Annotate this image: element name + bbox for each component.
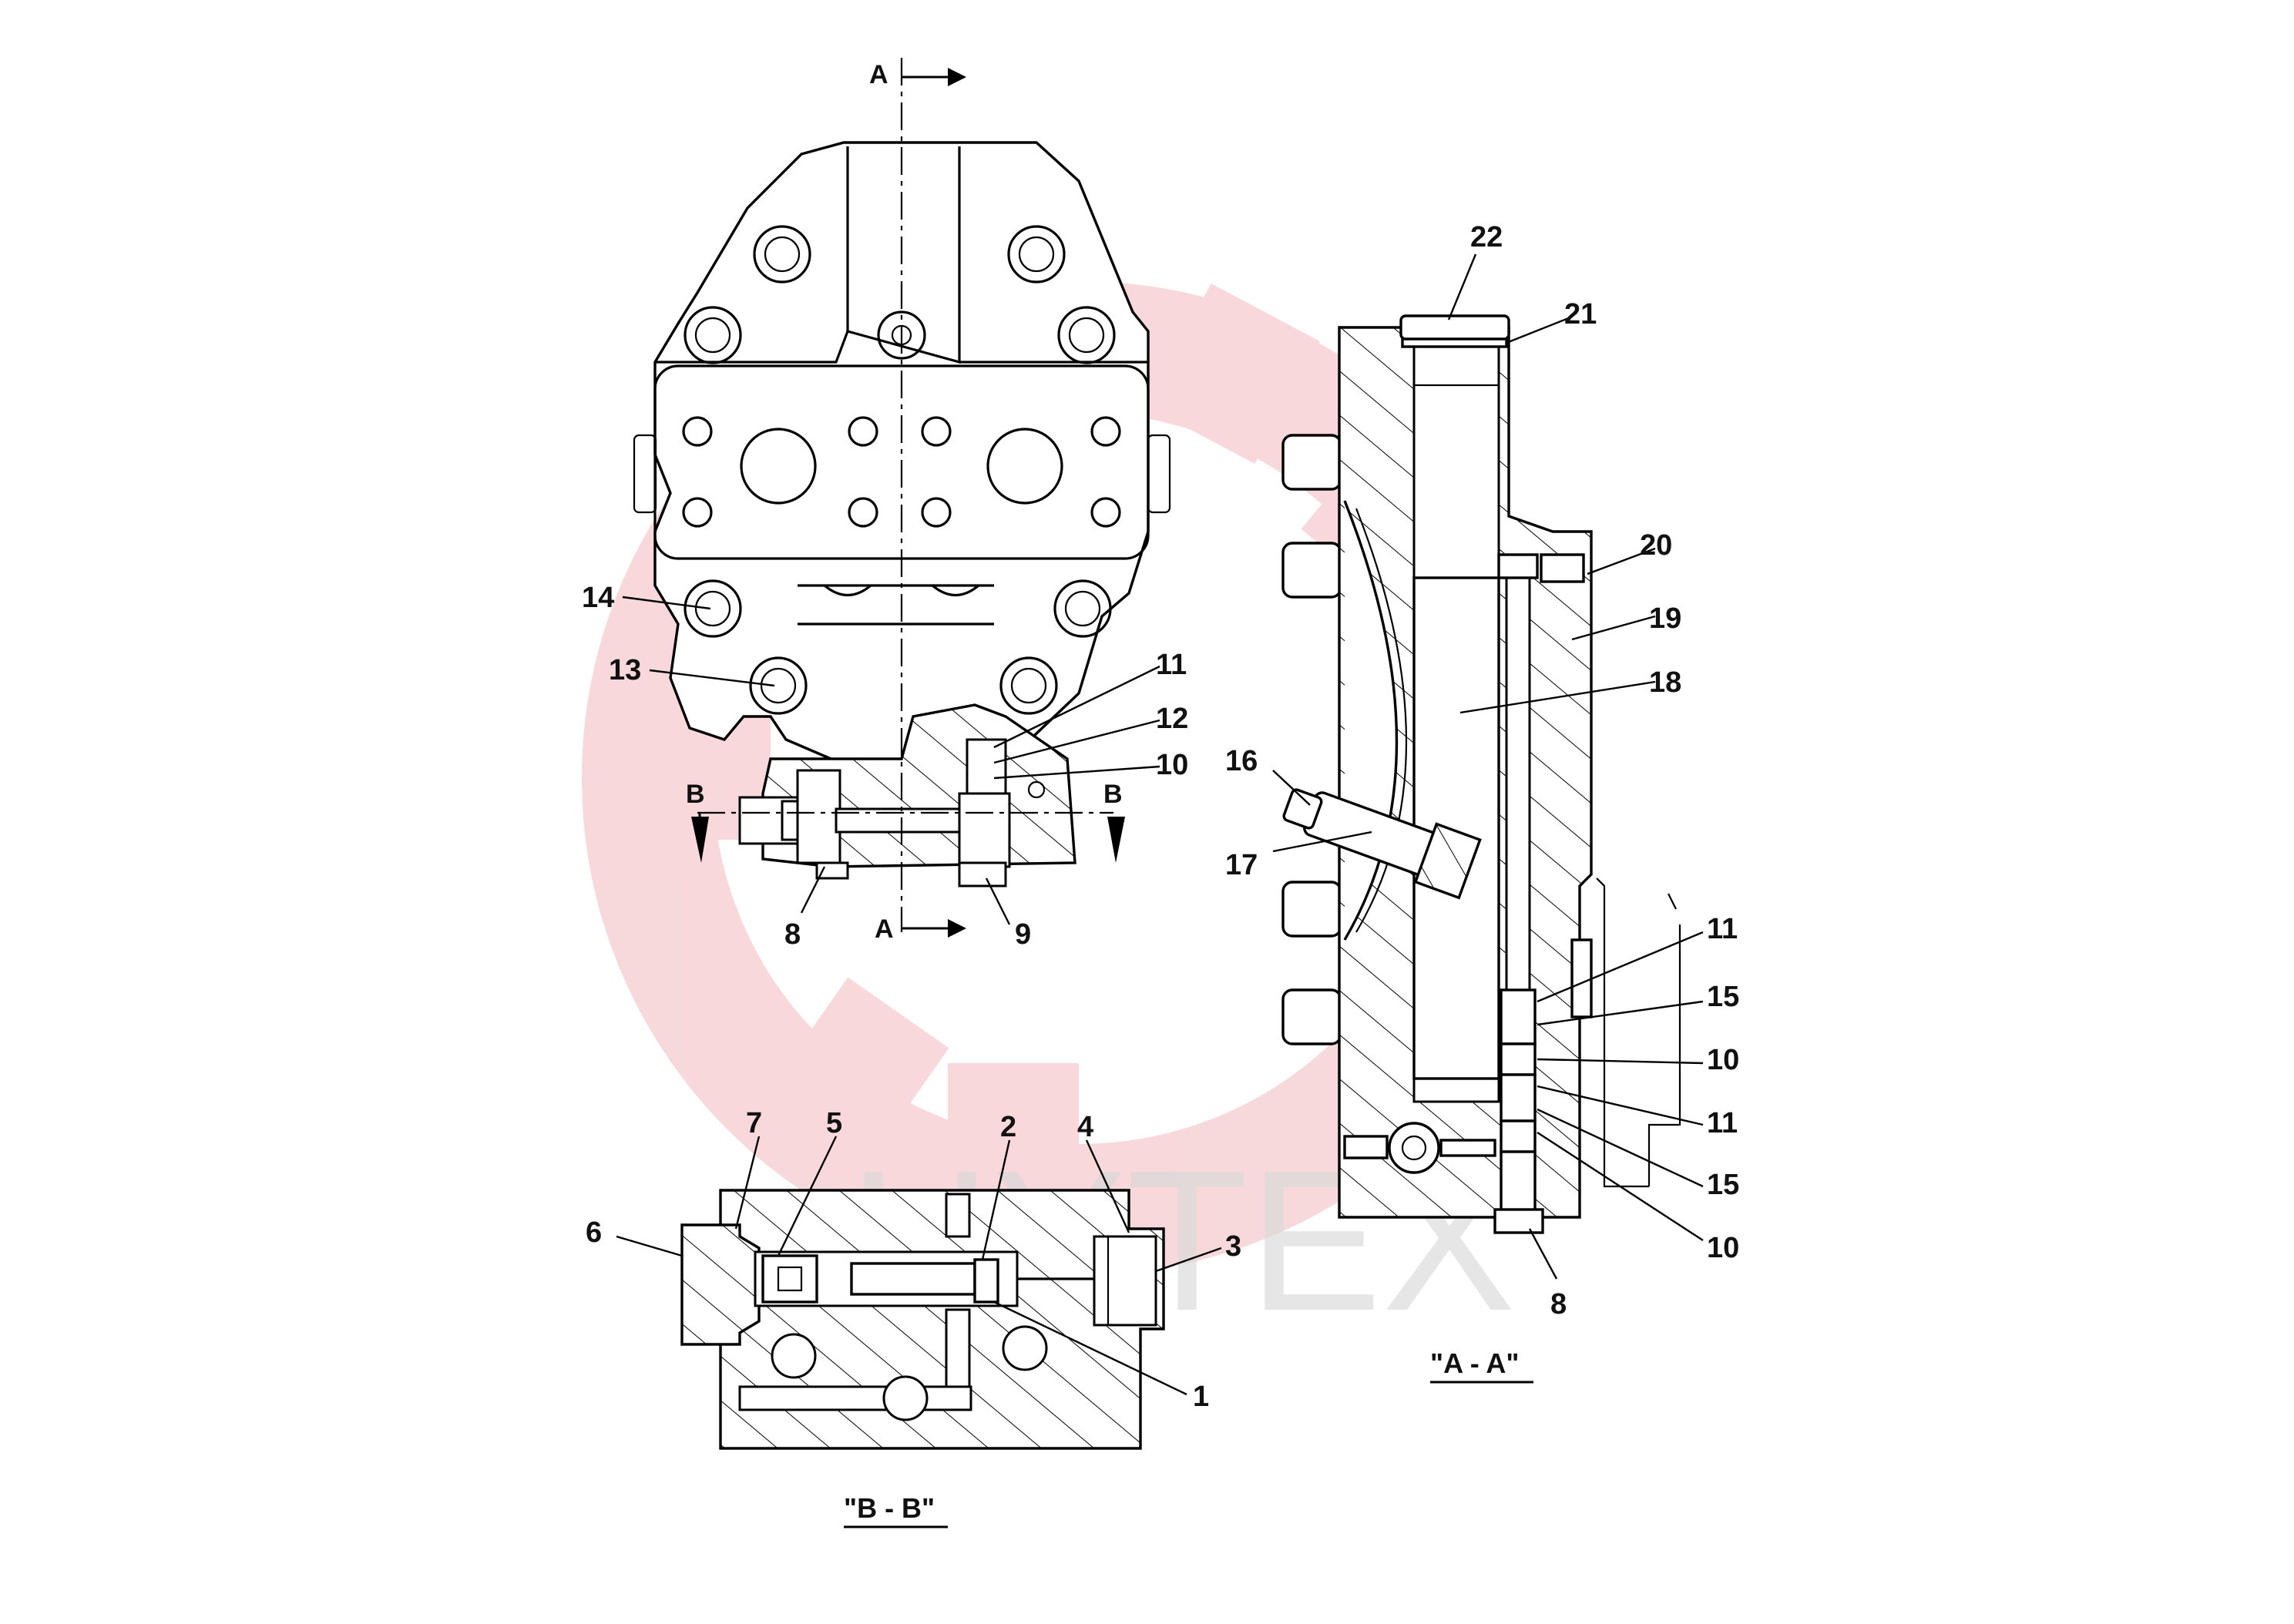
front-leaders [622, 596, 1160, 925]
callout-15-aa-a: 15 [1707, 981, 1739, 1013]
bb-hole-left [771, 1333, 817, 1379]
section-bb-view: "B - B" 7 5 2 4 6 3 1 [586, 1107, 1241, 1528]
socket-head-bolts-lower [683, 579, 1112, 715]
section-arrow-b-right [1107, 817, 1125, 863]
section-label-a-bottom: A [875, 914, 894, 944]
port-left [740, 428, 817, 505]
aa-angled-fitting [1282, 788, 1482, 900]
callout-8-aa: 8 [1550, 1288, 1567, 1320]
aa-piston [1412, 576, 1500, 1080]
bb-hole-mid [882, 1375, 929, 1421]
callout-17: 17 [1225, 849, 1258, 881]
section-label-a-top: A [869, 60, 888, 89]
callout-4: 4 [1077, 1111, 1093, 1143]
section-aa-view: "A - A" 22 21 20 19 18 16 17 11 15 10 [1225, 221, 1739, 1384]
callout-19: 19 [1649, 602, 1681, 635]
callout-20: 20 [1640, 529, 1672, 562]
callout-5: 5 [826, 1107, 842, 1139]
callout-13: 13 [609, 654, 641, 686]
caption-section-aa: "A - A" [1430, 1347, 1519, 1379]
aa-bottom-port [1388, 1122, 1440, 1174]
callout-12: 12 [1156, 703, 1188, 735]
bb-hole-right [1002, 1325, 1048, 1371]
bb-end-cap [680, 1223, 761, 1346]
aa-passage [1505, 561, 1531, 1003]
aa-leaders [1272, 253, 1704, 1280]
section-arrow-b-left [691, 817, 709, 863]
section-label-b-left: B [686, 780, 705, 809]
callout-10-front: 10 [1156, 749, 1188, 781]
center-pin [877, 310, 926, 360]
section-label-b-right: B [1103, 780, 1123, 809]
aa-valve-stack [1493, 988, 1544, 1234]
flange-holes [682, 416, 1121, 528]
callout-9: 9 [1015, 918, 1031, 951]
bb-leaders [616, 1136, 1222, 1396]
callout-1: 1 [1193, 1381, 1209, 1413]
callout-3: 3 [1225, 1230, 1241, 1263]
socket-head-bolts-upper [683, 225, 1116, 364]
port-right [986, 428, 1063, 505]
callout-10-aa-b: 10 [1707, 1232, 1739, 1264]
callout-22: 22 [1470, 221, 1503, 253]
aa-top-plug [1399, 314, 1510, 341]
callout-15-aa-b: 15 [1707, 1169, 1739, 1201]
callout-10-aa-a: 10 [1707, 1044, 1739, 1076]
callout-2: 2 [1000, 1111, 1016, 1143]
callout-16: 16 [1225, 745, 1258, 777]
callout-18: 18 [1649, 666, 1681, 699]
front-view: A A B B 14 13 11 12 10 8 9 [582, 58, 1188, 951]
callout-6: 6 [586, 1216, 602, 1249]
callout-8-front: 8 [784, 918, 801, 951]
mounting-studs [1281, 434, 1342, 1045]
caption-section-bb: "B - B" [844, 1492, 935, 1524]
callout-14: 14 [582, 582, 614, 614]
callout-11-aa-a: 11 [1707, 913, 1738, 945]
bb-port [1093, 1235, 1157, 1327]
callout-21: 21 [1564, 298, 1597, 331]
callout-11-front: 11 [1156, 649, 1187, 681]
callout-11-aa-b: 11 [1707, 1107, 1738, 1139]
callout-7: 7 [746, 1107, 762, 1139]
